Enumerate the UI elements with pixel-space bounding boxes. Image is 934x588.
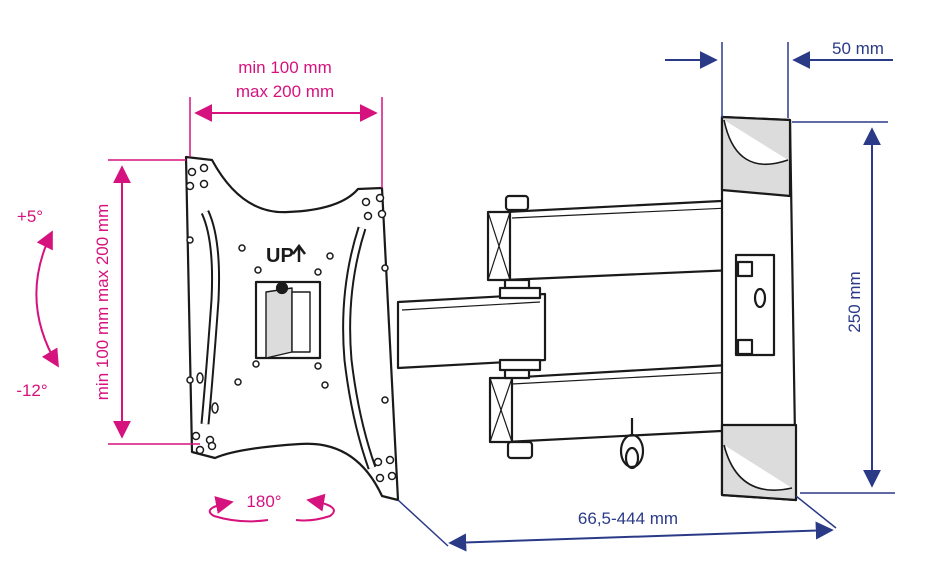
curved-double-arrow-icon: [35, 230, 59, 368]
tv-bracket-drawing: [184, 115, 798, 502]
up-arrow-icon: [292, 243, 306, 262]
extension-dimension-line: [448, 521, 834, 552]
hole-width-max-label: max 200 mm: [236, 82, 334, 101]
swivel-label: 180°: [246, 492, 281, 511]
arm-extension-label: 66,5-444 mm: [578, 509, 678, 528]
wall-plate-height-label: 250 mm: [845, 271, 864, 332]
up-mark: UP: [266, 243, 306, 267]
wall-plate-depth-label: 50 mm: [832, 39, 884, 58]
middle-arm: [396, 286, 547, 372]
hole-height-label: min 100 mm max 200 mm: [93, 204, 112, 401]
vesa-plate: [184, 155, 400, 502]
circular-arrow-icon: [208, 493, 335, 523]
hole-width-min-label: min 100 mm: [238, 58, 332, 77]
up-mark-label: UP: [266, 245, 294, 267]
wall-dimensions: [397, 42, 895, 552]
wall-plate: [619, 115, 798, 502]
vesa-dimensions: [108, 97, 383, 445]
tilt-up-label: +5°: [17, 207, 43, 226]
tilt-down-label: -12°: [16, 381, 47, 400]
